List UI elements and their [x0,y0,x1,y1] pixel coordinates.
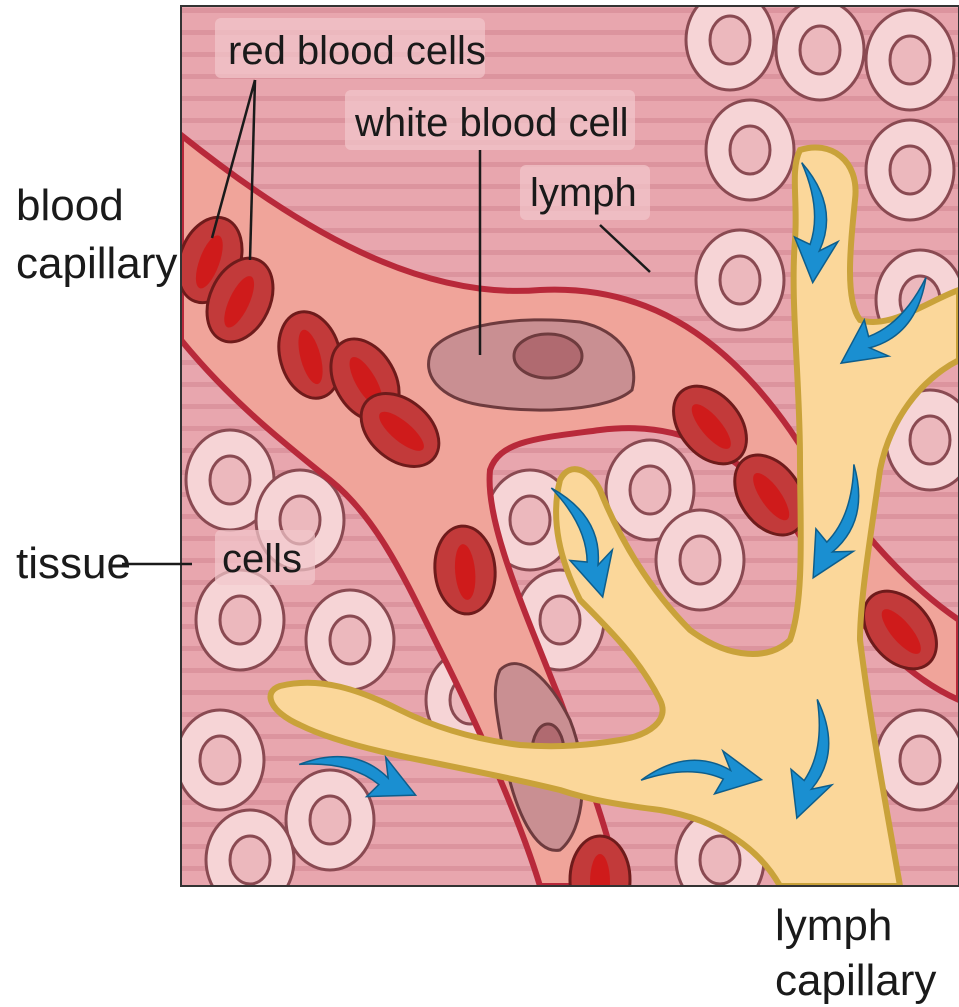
red-blood-cell [570,836,630,924]
label-lymph-capillary-line2: capillary [775,956,936,1005]
label-red-blood-cells: red blood cells [228,29,486,73]
tissue-cell [706,100,794,200]
tissue-cell [866,120,954,220]
label-lymph: lymph [530,171,637,215]
tissue-cell [876,710,959,810]
tissue-cell [686,0,774,90]
tissue-cell [206,810,294,910]
tissue-cell [696,230,784,330]
tissue-cell [866,10,954,110]
label-blood-capillary-line1: blood [16,181,124,230]
label-tissue: tissue [16,539,131,588]
label-white-blood-cell: white blood cell [354,101,629,145]
white-blood-cell [429,320,634,410]
label-blood-capillary-line2: capillary [16,239,177,288]
tissue-cell [306,590,394,690]
tissue-panel: red blood cells white blood cell lymph c… [167,0,959,924]
tissue-cell [176,710,264,810]
label-cells: cells [222,537,302,581]
tissue-cell [776,0,864,100]
tissue-cell [286,770,374,870]
label-lymph-capillary-line1: lymph [775,901,892,950]
tissue-cell [656,510,744,610]
